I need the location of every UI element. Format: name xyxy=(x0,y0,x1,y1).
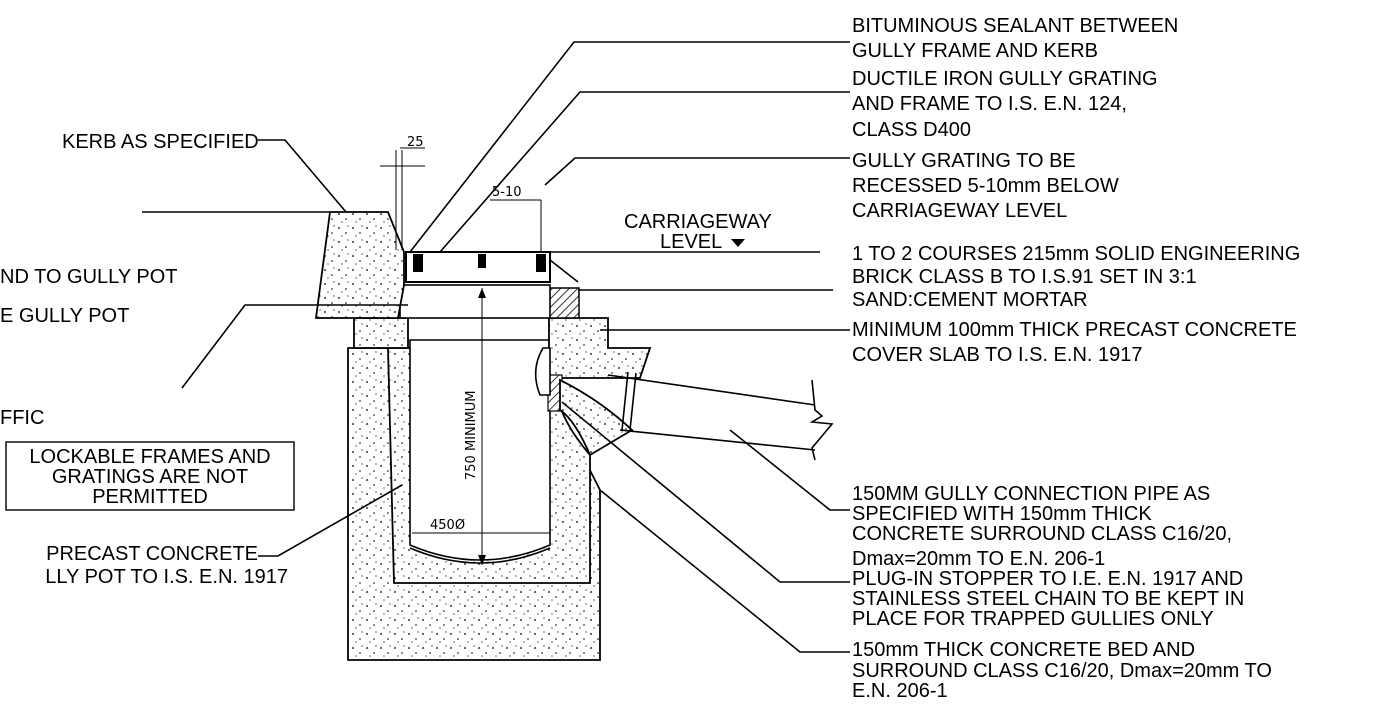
dim-diameter-text: 450Ø xyxy=(430,518,465,533)
level-arrow xyxy=(731,239,745,247)
pot-bottom-curve xyxy=(409,547,551,564)
label-precast: PRECAST CONCRETE LLY POT TO I.S. E.N. 19… xyxy=(45,543,288,588)
pipe-socket-2 xyxy=(629,372,637,431)
label-line: PLUG-IN STOPPER TO I.E. E.N. 1917 AND xyxy=(852,568,1243,590)
label-line: E.N. 206-1 xyxy=(852,680,948,702)
leader-pipe xyxy=(729,429,850,511)
label-cover-slab: MINIMUM 100mm THICK PRECAST CONCRETE COV… xyxy=(852,319,1297,366)
plug-in-stopper xyxy=(534,347,551,396)
pipe-bend-surround xyxy=(559,378,634,457)
kerb xyxy=(314,211,405,319)
label-line: PERMITTED xyxy=(92,486,208,508)
label-kerb: KERB AS SPECIFIED xyxy=(62,131,259,153)
label-line: SURROUND CLASS C16/20, Dmax=20mm TO xyxy=(852,660,1272,682)
label-line: LEVEL xyxy=(660,231,722,253)
label-line: 150mm THICK CONCRETE BED AND xyxy=(852,639,1195,661)
pipe-bottom-edge xyxy=(619,429,816,451)
leader-bed xyxy=(599,489,850,653)
cover-slab-right xyxy=(548,317,652,379)
cover-slab-left xyxy=(353,317,409,349)
label-line: LLY POT TO I.S. E.N. 1917 xyxy=(45,566,288,588)
label-left-2: E GULLY POT xyxy=(0,305,129,327)
grating-bar-2 xyxy=(478,254,486,268)
dim-depth-text: 750 MINIMUM xyxy=(464,390,479,480)
label-line: GRATINGS ARE NOT xyxy=(52,466,248,488)
leader-recessed xyxy=(544,157,850,186)
grating-bar-1 xyxy=(413,254,423,272)
label-line: DUCTILE IRON GULLY GRATING xyxy=(852,68,1158,90)
label-line: GULLY GRATING TO BE xyxy=(852,150,1076,172)
label-line: CLASS D400 xyxy=(852,119,971,141)
pipe-socket-1 xyxy=(621,371,629,431)
label-bed: 150mm THICK CONCRETE BED AND SURROUND CL… xyxy=(852,639,1272,702)
label-line: RECESSED 5-10mm BELOW xyxy=(852,175,1119,197)
label-pipe: 150MM GULLY CONNECTION PIPE AS SPECIFIED… xyxy=(852,483,1232,570)
label-stopper: PLUG-IN STOPPER TO I.E. E.N. 1917 AND ST… xyxy=(852,568,1244,630)
label-line: CONCRETE SURROUND CLASS C16/20, xyxy=(852,523,1232,545)
dim-depth-arrow-bottom xyxy=(478,555,486,565)
gully-frame xyxy=(399,284,551,319)
label-line: SPECIFIED WITH 150mm THICK xyxy=(852,503,1152,525)
grating-bar-3 xyxy=(536,254,546,272)
label-line: Dmax=20mm TO E.N. 206-1 xyxy=(852,548,1105,570)
label-line: GULLY FRAME AND KERB xyxy=(852,40,1098,62)
label-line: SAND:CEMENT MORTAR xyxy=(852,289,1088,311)
label-line: 150MM GULLY CONNECTION PIPE AS xyxy=(852,483,1210,505)
dim-recess-text: 5-10 xyxy=(492,185,522,200)
label-recessed: GULLY GRATING TO BE RECESSED 5-10mm BELO… xyxy=(852,150,1119,222)
label-line: CARRIAGEWAY xyxy=(624,211,772,233)
leader-kerb xyxy=(258,139,347,213)
pipe-top-edge xyxy=(607,374,816,406)
label-line: BITUMINOUS SEALANT BETWEEN xyxy=(852,15,1178,37)
label-line: PRECAST CONCRETE xyxy=(46,543,258,565)
dim-gap-text: 25 xyxy=(407,135,424,150)
label-line: COVER SLAB TO I.S. E.N. 1917 xyxy=(852,344,1143,366)
leader-precast xyxy=(258,484,403,557)
label-line: MINIMUM 100mm THICK PRECAST CONCRETE xyxy=(852,319,1297,341)
label-line: LOCKABLE FRAMES AND xyxy=(29,446,270,468)
label-bituminous: BITUMINOUS SEALANT BETWEEN GULLY FRAME A… xyxy=(852,15,1178,62)
label-ductile: DUCTILE IRON GULLY GRATING AND FRAME TO … xyxy=(852,68,1158,141)
leader-gully-pot xyxy=(181,304,408,389)
gully-pot-interior xyxy=(409,339,551,561)
engineering-brick-course xyxy=(548,287,580,319)
label-line: AND FRAME TO I.S. E.N. 124, xyxy=(852,93,1127,115)
leader-ductile xyxy=(439,91,850,253)
note-box xyxy=(5,441,295,511)
note-text: LOCKABLE FRAMES AND GRATINGS ARE NOT PER… xyxy=(29,446,270,508)
label-courses: 1 TO 2 COURSES 215mm SOLID ENGINEERING B… xyxy=(852,243,1300,311)
label-line: 1 TO 2 COURSES 215mm SOLID ENGINEERING xyxy=(852,243,1300,265)
leader-stopper xyxy=(561,401,850,583)
pipe-break-line xyxy=(809,379,834,461)
label-left-3: FFIC xyxy=(0,407,44,429)
label-line: STAINLESS STEEL CHAIN TO BE KEPT IN xyxy=(852,588,1244,610)
label-line: CARRIAGEWAY LEVEL xyxy=(852,200,1067,222)
leader-bituminous xyxy=(409,41,850,253)
label-carriageway: CARRIAGEWAY LEVEL xyxy=(624,211,772,253)
label-line: PLACE FOR TRAPPED GULLIES ONLY xyxy=(852,608,1214,630)
dim-depth-arrow-top xyxy=(478,288,486,298)
label-line: BRICK CLASS B TO I.S.91 SET IN 3:1 xyxy=(852,266,1197,288)
frame-flange xyxy=(549,259,579,283)
label-left-1: ND TO GULLY POT xyxy=(0,266,177,288)
